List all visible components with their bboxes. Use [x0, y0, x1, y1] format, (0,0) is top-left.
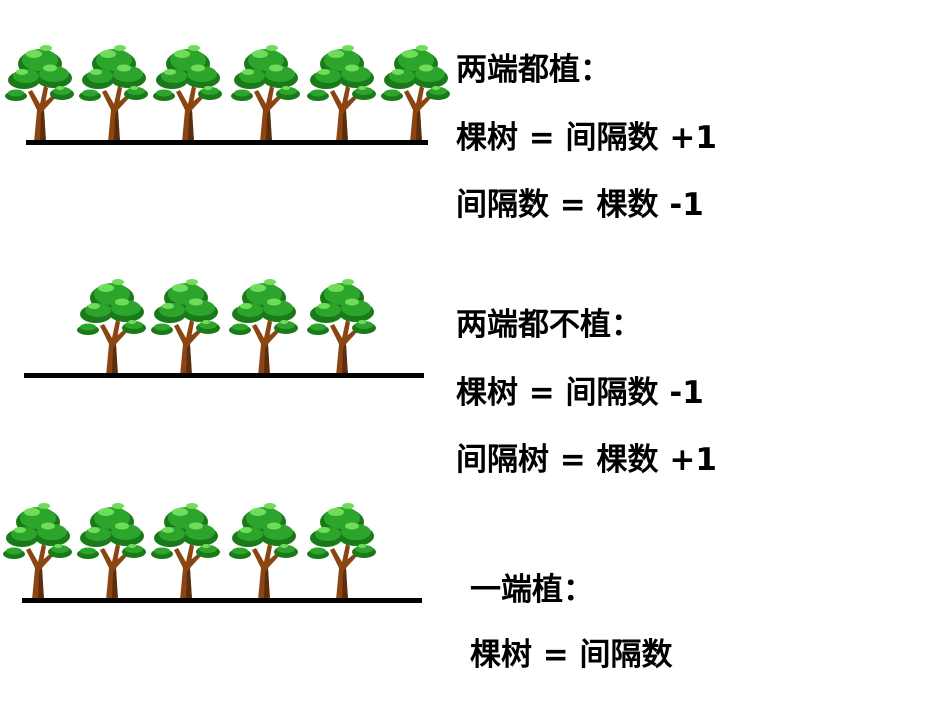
tree-icon — [76, 274, 148, 376]
tree-icon — [152, 40, 224, 142]
tree-icon — [230, 40, 302, 142]
tree-icon — [150, 498, 222, 600]
section-title-one-end: 一端植： — [470, 572, 594, 608]
formula-intervals-neither-end: 间隔树 = 棵数 +1 — [456, 442, 717, 478]
tree-icon — [380, 40, 452, 142]
tree-icon — [306, 274, 378, 376]
tree-icon — [306, 40, 378, 142]
formula-trees-one-end: 棵树 = 间隔数 — [470, 637, 673, 673]
tree-icon — [4, 40, 76, 142]
tree-icon — [306, 498, 378, 600]
tree-icon — [228, 274, 300, 376]
ground-line — [22, 598, 422, 603]
section-title-both-ends: 两端都植： — [456, 52, 611, 88]
ground-line — [26, 140, 428, 145]
section-title-neither-end: 两端都不植： — [456, 307, 642, 343]
tree-icon — [2, 498, 74, 600]
formula-trees-neither-end: 棵树 = 间隔数 -1 — [456, 375, 704, 411]
formula-trees-both-ends: 棵树 = 间隔数 +1 — [456, 120, 717, 156]
tree-icon — [78, 40, 150, 142]
formula-intervals-both-ends: 间隔数 = 棵数 -1 — [456, 187, 704, 223]
ground-line — [24, 373, 424, 378]
tree-icon — [76, 498, 148, 600]
tree-icon — [228, 498, 300, 600]
tree-icon — [150, 274, 222, 376]
